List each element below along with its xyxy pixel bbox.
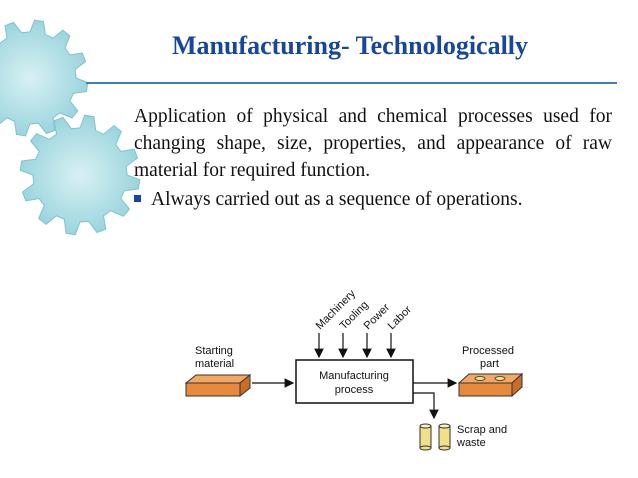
gear-icon-top [0,19,89,137]
processed-part-label-line1: Processed [462,345,514,357]
process-box [295,359,414,404]
gear-icon-bottom [19,114,141,236]
definition-paragraph: Application of physical and chemical pro… [134,106,612,181]
processed-part-label-line2: part [480,358,499,370]
square-bullet-icon [134,195,141,202]
starting-material-label-line2: material [195,358,234,370]
scrap-label-line1: Scrap and [457,424,507,436]
process-label-line2: process [335,384,374,396]
starting-material-block [184,373,252,398]
gear-decoration [0,19,141,236]
input-label-labor: Labor [386,304,415,333]
bullet-item: Always carried out as a sequence of oper… [134,186,612,213]
title-divider [86,82,617,84]
process-label-line1: Manufacturing [319,370,389,382]
scrap-cylinder-left [419,423,432,451]
bullet-text: Always carried out as a sequence of oper… [151,189,523,210]
starting-material-label-line1: Starting [195,345,233,357]
arrow-to-scrap [413,392,439,420]
scrap-label-line2: waste [456,437,486,449]
scrap-cylinder-right [438,423,451,451]
slide-title: Manufacturing- Technologically [171,31,529,60]
processed-part-block [457,372,524,398]
